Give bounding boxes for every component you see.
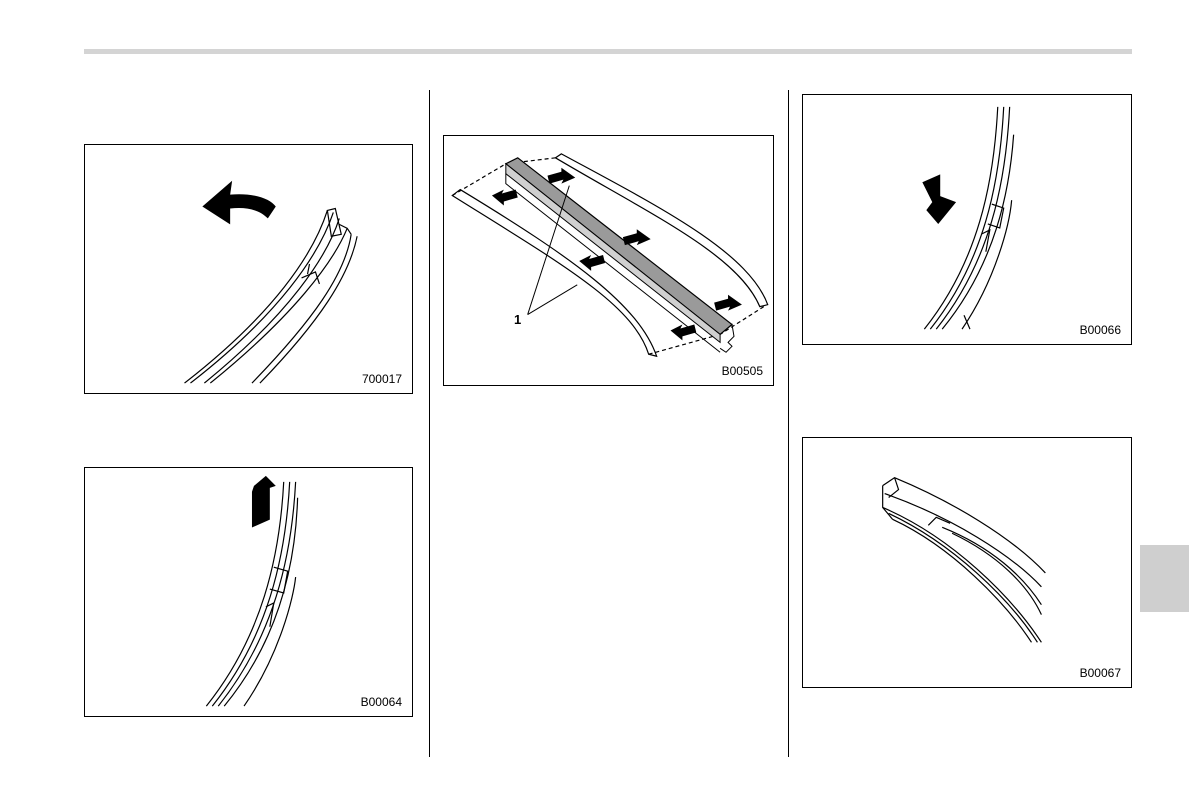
figure-code: 700017	[362, 373, 402, 385]
curved-arrow-icon	[202, 181, 275, 225]
figure-code: B00505	[722, 365, 763, 377]
push-arrow-icon	[547, 168, 575, 184]
figure-B00067: B00067	[802, 437, 1132, 688]
blade-rubber-drawing	[444, 136, 773, 385]
column-divider-left	[429, 90, 430, 757]
down-arrow-icon	[922, 174, 956, 224]
wiper-blade-drawing	[85, 468, 412, 716]
wiper-blade-drawing	[803, 95, 1131, 344]
figure-code: B00066	[1080, 324, 1121, 336]
push-arrow-icon	[579, 255, 605, 271]
up-arrow-icon	[252, 476, 276, 528]
figure-B00505: 1 B00505	[443, 135, 774, 386]
chapter-tab	[1140, 545, 1189, 612]
push-arrow-icon	[671, 324, 697, 340]
figure-code: B00067	[1080, 667, 1121, 679]
push-arrow-icon	[623, 229, 651, 245]
wiper-blade-drawing	[85, 145, 412, 393]
wiper-blade-drawing	[803, 438, 1131, 687]
push-arrow-icon	[492, 190, 518, 206]
column-divider-right	[788, 90, 789, 757]
figure-B00066: B00066	[802, 94, 1132, 345]
figure-code: B00064	[361, 696, 402, 708]
callout-number: 1	[514, 312, 521, 327]
figure-700017: 700017	[84, 144, 413, 394]
figure-B00064: B00064	[84, 467, 413, 717]
push-arrow-icon	[714, 295, 742, 311]
header-rule	[84, 49, 1132, 54]
